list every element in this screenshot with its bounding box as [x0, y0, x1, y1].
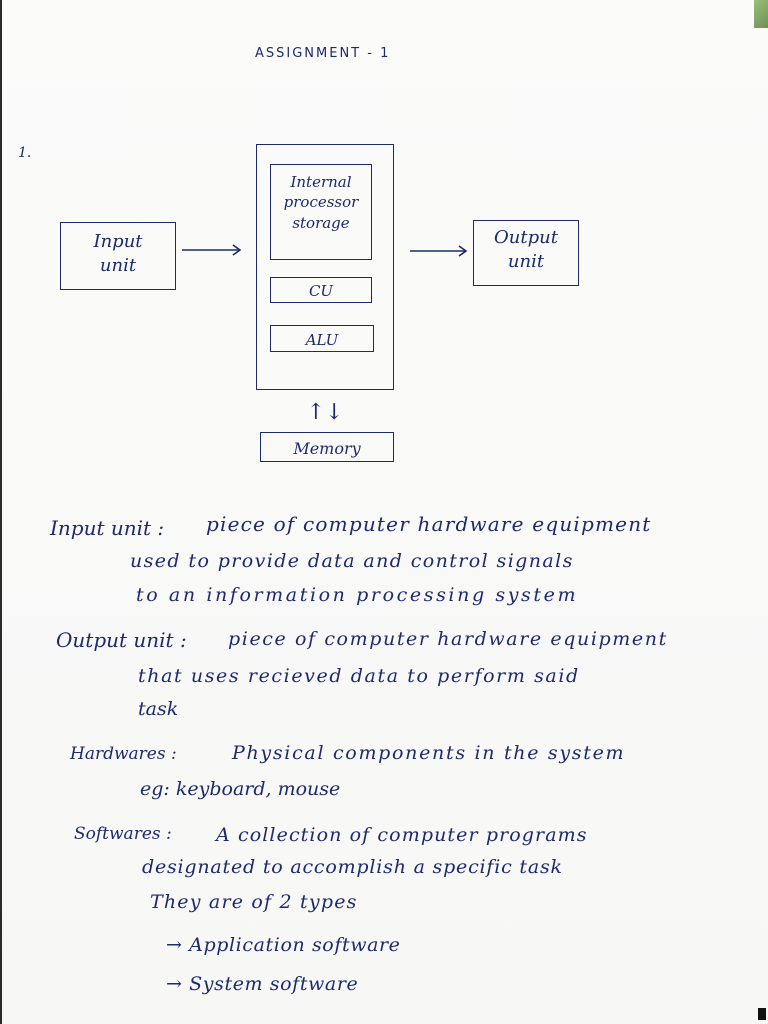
page-corner-mark [758, 1008, 766, 1020]
input-unit-line-2: used to provide data and control signals [130, 550, 574, 572]
input-unit-label: Input unit [93, 231, 143, 277]
internal-storage-label: Internal processor storage [283, 173, 359, 232]
output-unit-line-1: piece of computer hardware equipment [228, 628, 668, 650]
output-unit-line-2: that uses recieved data to perform said [138, 665, 580, 687]
arrow-input-to-processor [182, 244, 242, 256]
hardwares-term: Hardwares : [70, 744, 177, 764]
hardwares-line-1: Physical components in the system [232, 742, 626, 764]
cu-label: CU [308, 282, 334, 300]
softwares-line-2: designated to accomplish a specific task [142, 856, 563, 878]
memory-arrows: ↑↓ [306, 400, 344, 425]
output-unit-line-3: task [138, 698, 179, 720]
output-unit-label: Output unit [494, 227, 558, 273]
memory-label: Memory [293, 439, 361, 458]
page-edge-shadow [0, 0, 2, 1024]
softwares-line-1: A collection of computer programs [216, 824, 588, 846]
processor-box [256, 144, 394, 390]
softwares-type-system: → System software [166, 973, 359, 995]
cu-box [270, 277, 372, 303]
internal-storage-box [270, 164, 372, 260]
input-unit-box [60, 222, 176, 290]
diagram-arrows [182, 244, 468, 257]
alu-label: ALU [305, 331, 339, 349]
assignment-title: ASSIGNMENT - 1 [255, 46, 391, 61]
input-unit-term: Input unit : [50, 516, 165, 540]
output-unit-box [473, 220, 579, 286]
page-corner-background [754, 0, 768, 28]
output-unit-term: Output unit : [56, 628, 187, 652]
input-unit-line-1: piece of computer hardware equipment [206, 512, 652, 536]
hardwares-line-2: eg: keyboard, mouse [140, 778, 341, 800]
alu-box [270, 325, 374, 352]
softwares-type-application: → Application software [166, 934, 401, 956]
input-unit-line-3: to an information processing system [136, 584, 579, 606]
arrow-processor-to-output [410, 245, 468, 257]
softwares-term: Softwares : [74, 824, 172, 844]
question-number: 1. [18, 145, 32, 161]
memory-box [260, 432, 394, 462]
softwares-line-3: They are of 2 types [150, 891, 358, 913]
